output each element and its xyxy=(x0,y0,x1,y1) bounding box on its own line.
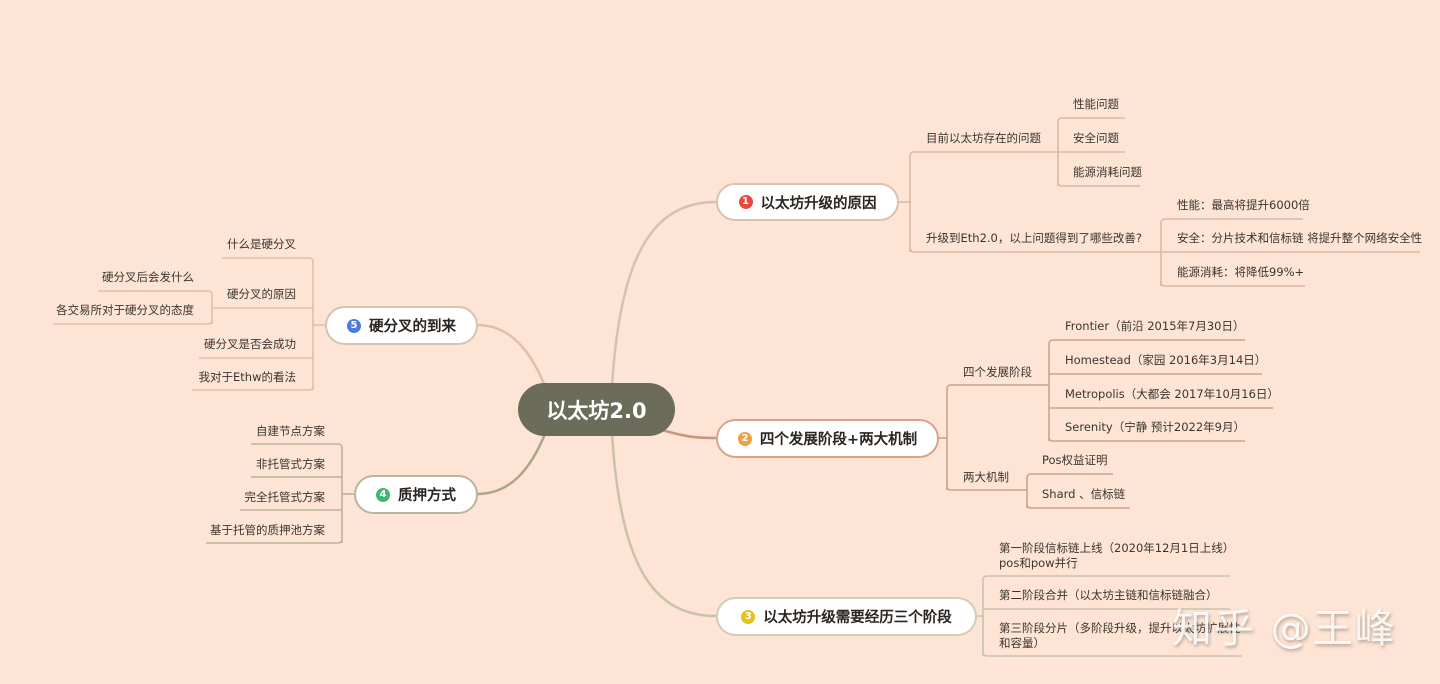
number-3-icon: 3 xyxy=(741,609,756,624)
leaf-item[interactable]: 能源消耗：将降低99%+ xyxy=(1177,265,1305,279)
leaf-item[interactable]: Homestead（家园 2016年3月14日） xyxy=(1065,353,1267,367)
leaf-item[interactable]: 我对于Ethw的看法 xyxy=(198,370,296,384)
leaf-line: 第二阶段合并（以太坊主链和信标链融合） xyxy=(999,588,1218,602)
topic-four-stages[interactable]: 2 四个发展阶段+两大机制 xyxy=(716,419,939,458)
leaf-item[interactable]: 硬分叉是否会成功 xyxy=(204,337,296,351)
number-4-icon: 4 xyxy=(376,487,390,502)
leaf-item[interactable]: 能源消耗问题 xyxy=(1073,165,1142,179)
leaf-line: 第一阶段信标链上线（2020年12月1日上线） xyxy=(999,541,1235,555)
leaf-item[interactable]: Serenity（宁静 预计2022年9月） xyxy=(1065,420,1245,434)
leaf-line: pos和pow并行 xyxy=(999,556,1078,570)
topic-label: 以太坊升级需要经历三个阶段 xyxy=(763,610,952,626)
leaf-item[interactable]: Pos权益证明 xyxy=(1042,453,1108,467)
subtopic-fork-reasons[interactable]: 硬分叉的原因 xyxy=(227,287,296,301)
leaf-item[interactable]: 安全问题 xyxy=(1073,131,1119,145)
central-topic[interactable]: 以太坊2.0 xyxy=(518,383,675,436)
topic-staking[interactable]: 4 质押方式 xyxy=(354,475,478,514)
leaf-item[interactable]: 硬分叉后会发什么 xyxy=(102,270,194,284)
leaf-item[interactable]: 性能：最高将提升6000倍 xyxy=(1177,198,1310,212)
leaf-item[interactable]: 各交易所对于硬分叉的态度 xyxy=(56,303,194,317)
leaf-item[interactable]: 性能问题 xyxy=(1073,97,1119,111)
topic-label: 硬分叉的到来 xyxy=(369,319,456,335)
subtopic-two-mechanisms[interactable]: 两大机制 xyxy=(963,470,1009,484)
leaf-item[interactable]: 自建节点方案 xyxy=(256,424,325,438)
topic-upgrade-reasons[interactable]: 1 以太坊升级的原因 xyxy=(716,183,899,221)
number-1-icon: 1 xyxy=(738,195,753,209)
leaf-item[interactable]: 基于托管的质押池方案 xyxy=(210,523,325,537)
subtopic-four-stages[interactable]: 四个发展阶段 xyxy=(963,365,1032,379)
topic-label: 质押方式 xyxy=(398,488,456,504)
leaf-item[interactable]: 第三阶段分片（多阶段升级，提升以太坊扩展性和容量） xyxy=(999,621,1241,651)
leaf-item[interactable]: 第二阶段合并（以太坊主链和信标链融合） xyxy=(999,588,1218,603)
leaf-line: 和容量） xyxy=(999,636,1045,650)
subtopic-current-problems[interactable]: 目前以太坊存在的问题 xyxy=(926,131,1041,145)
leaf-item[interactable]: 第一阶段信标链上线（2020年12月1日上线）pos和pow并行 xyxy=(999,541,1234,571)
subtopic-improvements[interactable]: 升级到Eth2.0，以上问题得到了哪些改善? xyxy=(926,231,1142,245)
leaf-item[interactable]: 完全托管式方案 xyxy=(244,490,326,504)
leaf-item[interactable]: Frontier（前沿 2015年7月30日） xyxy=(1065,319,1245,333)
leaf-line: 第三阶段分片（多阶段升级，提升以太坊扩展性 xyxy=(999,621,1241,635)
leaf-item[interactable]: 什么是硬分叉 xyxy=(227,237,296,251)
topic-three-phases[interactable]: 3 以太坊升级需要经历三个阶段 xyxy=(716,597,977,636)
topic-label: 四个发展阶段+两大机制 xyxy=(759,432,918,448)
leaf-item[interactable]: Shard 、信标链 xyxy=(1042,487,1126,501)
topic-hard-fork[interactable]: 5 硬分叉的到来 xyxy=(325,306,478,345)
watermark: 知乎 @王峰 xyxy=(1172,606,1397,652)
central-topic-label: 以太坊2.0 xyxy=(546,398,647,423)
leaf-item[interactable]: 安全：分片技术和信标链 将提升整个网络安全性 xyxy=(1177,231,1423,245)
number-5-icon: 5 xyxy=(347,318,361,333)
leaf-item[interactable]: 非托管式方案 xyxy=(256,457,325,471)
topic-label: 以太坊升级的原因 xyxy=(760,195,877,212)
number-2-icon: 2 xyxy=(737,431,752,446)
leaf-item[interactable]: Metropolis（大都会 2017年10月16日） xyxy=(1065,387,1279,401)
